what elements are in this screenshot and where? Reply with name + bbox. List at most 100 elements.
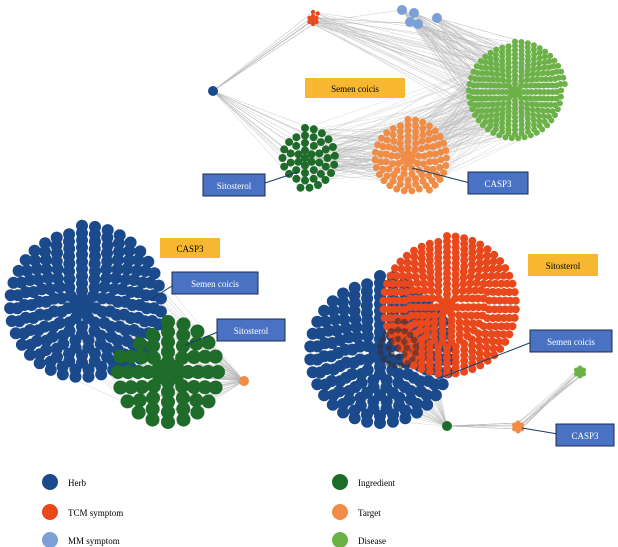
top-disease-node — [482, 53, 489, 60]
right-tcm-node — [455, 330, 464, 339]
right-yellow-tag-text: Sitosterol — [546, 261, 581, 271]
top-target-node — [383, 136, 391, 144]
edge — [517, 375, 581, 424]
right-overlap-node — [394, 335, 402, 343]
legend-mm-swatch — [42, 532, 58, 547]
right-callout-leader-2 — [521, 427, 559, 435]
top-disease-node — [499, 120, 506, 126]
top-disease-node — [487, 60, 494, 66]
right-overlap-node — [376, 343, 384, 350]
edge — [212, 90, 291, 163]
right-herb-node — [348, 412, 361, 425]
top-target-node — [431, 127, 439, 135]
top-disease-node — [466, 93, 473, 100]
legend-target-swatch — [332, 504, 348, 520]
top-tcm-node — [307, 15, 312, 21]
top-target-node — [390, 145, 398, 153]
top-ingredient-node — [309, 166, 318, 175]
top-ingredient-node — [309, 133, 318, 142]
top-ingredient-node — [315, 149, 324, 158]
top-target-node — [440, 139, 448, 147]
left-herb-node — [88, 316, 101, 329]
top-ingredient-node — [292, 166, 301, 175]
top-disease-node — [547, 52, 554, 59]
top-disease-node — [555, 62, 562, 69]
top-disease-node — [524, 124, 531, 131]
top-disease-node — [493, 121, 500, 128]
top-disease-node — [545, 95, 551, 102]
top-disease-node — [488, 112, 495, 119]
top-target-node — [385, 143, 393, 151]
top-disease-node — [530, 56, 537, 63]
left-ingredient-node — [145, 412, 160, 427]
top-disease-node — [518, 126, 525, 133]
top-disease-node — [536, 49, 543, 56]
top-ingredient-node — [321, 176, 330, 184]
right-tcm-node — [425, 351, 434, 360]
top-tcm-node — [310, 13, 316, 19]
edge — [417, 23, 516, 59]
top-disease-node — [524, 53, 531, 60]
right-herb-node — [327, 304, 340, 317]
edge — [304, 65, 528, 166]
top-disease-node — [485, 76, 492, 83]
left-ingredient-node — [176, 391, 190, 405]
right-tcm-node — [434, 275, 443, 284]
top-disease-node — [506, 94, 513, 101]
top-target-node — [431, 134, 438, 142]
top-target-node — [396, 128, 404, 136]
right-tcm-node — [460, 262, 469, 271]
top-target-node — [379, 165, 387, 173]
top-target-node — [400, 187, 408, 195]
top-disease-node — [512, 80, 518, 87]
edge — [443, 129, 488, 173]
right-target-node — [512, 422, 517, 428]
left-ingredient-node — [187, 350, 201, 364]
top-disease-node — [530, 42, 537, 49]
left-ingredient-node — [189, 336, 204, 351]
top-disease-node — [465, 87, 472, 94]
right-tcm-node — [411, 272, 420, 281]
edge — [317, 104, 476, 186]
top-disease-node — [503, 89, 510, 95]
top-disease-node — [468, 74, 475, 81]
right-tcm-node — [483, 251, 492, 260]
right-tcm-node — [457, 294, 466, 303]
top-disease-node — [506, 83, 513, 90]
top-disease-node — [495, 101, 501, 108]
right-tcm-node — [400, 279, 409, 288]
top-disease-node — [547, 101, 554, 108]
left-herb-node — [19, 254, 32, 267]
top-disease-node — [539, 107, 546, 114]
edge — [212, 90, 314, 138]
edge — [327, 52, 491, 159]
top-target-node — [434, 141, 442, 149]
top-disease-node — [546, 58, 553, 65]
top-target-node — [412, 128, 420, 136]
right-tcm-node — [413, 278, 422, 287]
top-disease-node — [515, 135, 522, 142]
top-disease-node — [518, 56, 525, 62]
edge — [440, 128, 509, 153]
top-disease-node — [512, 47, 518, 53]
top-target-node — [436, 133, 444, 141]
top-ingredient-node — [292, 141, 301, 150]
edge — [446, 425, 522, 430]
top-target-node — [442, 162, 450, 169]
left-ingredient-node — [124, 349, 138, 364]
top-disease-node — [530, 112, 537, 118]
top-disease-node — [484, 107, 491, 114]
right-tcm-node — [425, 345, 434, 354]
top-herb-node — [208, 86, 218, 96]
right-tcm-node — [465, 286, 474, 295]
top-target-node — [374, 141, 382, 149]
right-tcm-node — [425, 339, 434, 348]
right-tcm-node — [475, 342, 484, 351]
left-ingredient-node — [146, 391, 160, 405]
top-disease-node — [475, 117, 482, 124]
left-herb-node — [152, 279, 165, 292]
left-ingredient-node — [175, 350, 190, 365]
left-herb-node — [63, 228, 76, 241]
top-disease-node — [505, 126, 512, 133]
top-disease-node — [479, 95, 485, 102]
